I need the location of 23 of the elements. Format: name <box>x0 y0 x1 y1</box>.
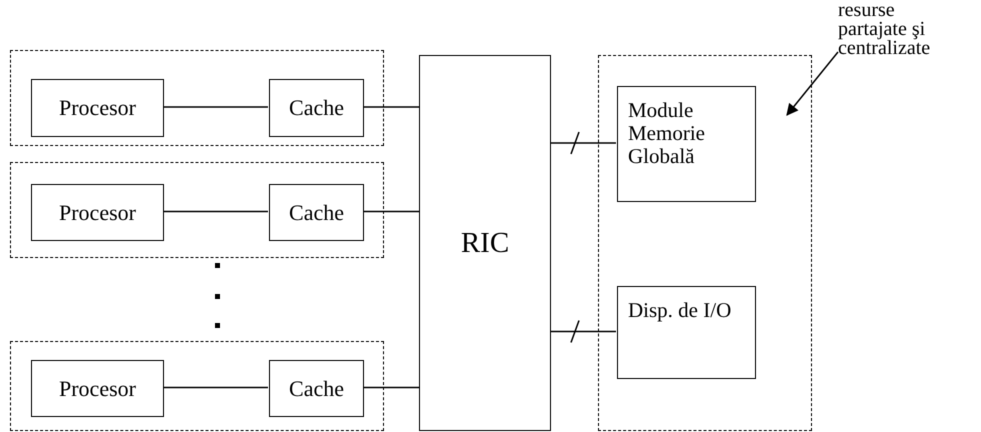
dashed-group-frame <box>10 341 384 431</box>
annotation-text: resurse partajate şi centralizate <box>838 0 963 78</box>
resource-box: Disp. de I/O <box>617 286 756 379</box>
connector-line <box>363 386 419 388</box>
component-box: Cache <box>269 184 364 241</box>
resource-box: Module Memorie Globală <box>617 86 756 202</box>
dashed-group-frame <box>10 50 384 146</box>
connector-line <box>551 142 616 144</box>
component-box: Cache <box>269 360 364 417</box>
connector-line <box>363 210 419 212</box>
component-box: Procesor <box>31 184 164 241</box>
connector-line <box>163 210 268 212</box>
connector-line <box>163 106 268 108</box>
connector-line <box>363 106 419 108</box>
arrow <box>786 52 839 116</box>
dashed-group-frame <box>10 162 384 258</box>
connector-line <box>163 386 268 388</box>
component-box: Procesor <box>31 360 164 417</box>
interconnect-box: RIC <box>419 55 551 431</box>
component-box: Procesor <box>31 79 164 137</box>
connector-line <box>551 330 616 332</box>
component-box: Cache <box>269 79 364 137</box>
dashed-group-frame <box>598 55 812 431</box>
